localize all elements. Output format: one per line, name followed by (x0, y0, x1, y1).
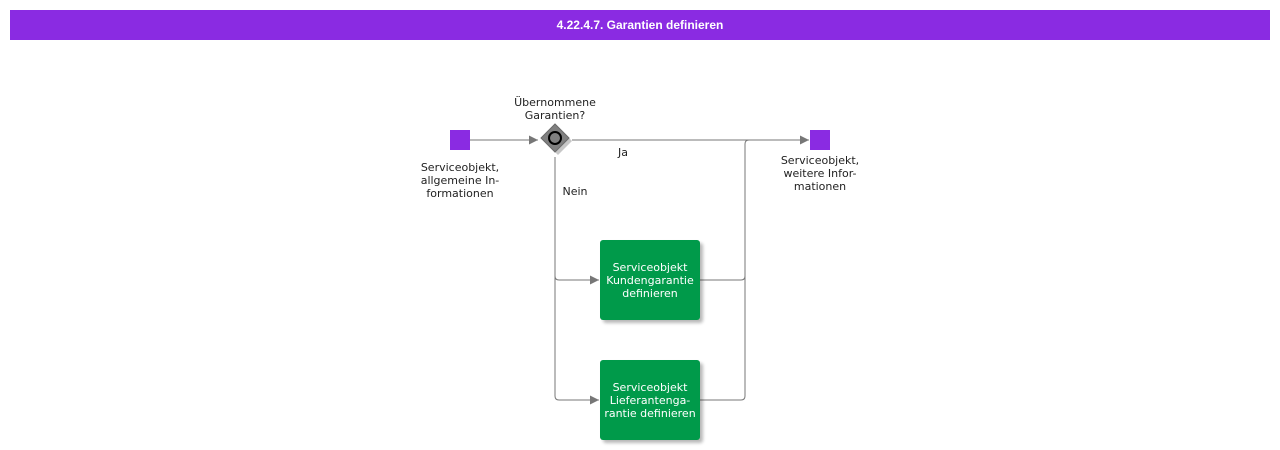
start-event[interactable] (450, 130, 470, 150)
edge-supplier-task-to-merge (700, 276, 746, 401)
end-event-label: Serviceobjekt, weitere Infor- mationen (780, 154, 860, 193)
edge-label-no: Nein (562, 185, 588, 198)
task-supplier-warranty[interactable]: Serviceobjekt Lieferantenga- rantie defi… (600, 360, 700, 440)
edge-gateway-no-to-customer-task (554, 157, 599, 285)
page-title: 4.22.4.7. Garantien definieren (10, 10, 1270, 40)
edge-gateway-no-to-supplier-task (554, 276, 599, 405)
gateway-diamond[interactable] (540, 123, 572, 155)
gateway-circle-icon (548, 131, 562, 145)
edge-label-yes: Ja (618, 146, 628, 159)
task-customer-warranty[interactable]: Serviceobjekt Kundengarantie definieren (600, 240, 700, 320)
gateway-label: Übernommene Garantien? (514, 96, 596, 122)
edge-customer-task-to-merge (700, 139, 750, 281)
end-event[interactable] (810, 130, 830, 150)
start-event-label: Serviceobjekt, allgemeine In- formatione… (420, 161, 500, 200)
